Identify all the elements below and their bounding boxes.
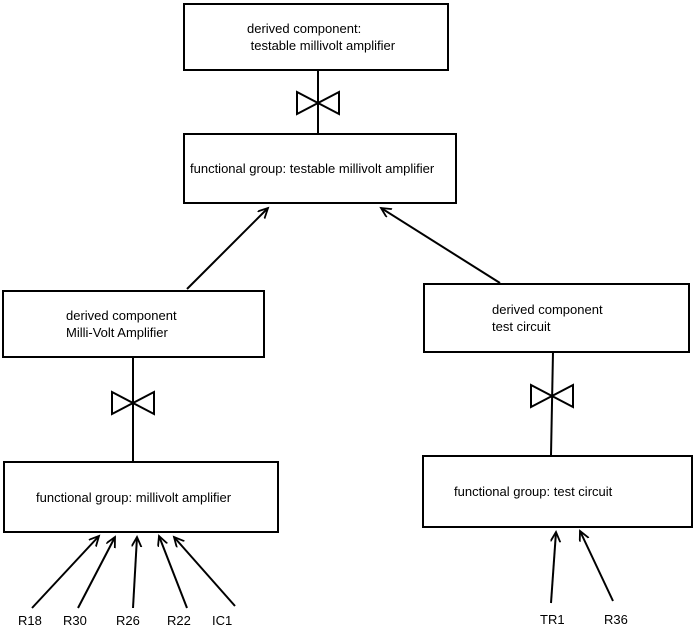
node-derived-milli-volt-amplifier: derived component Milli-Volt Amplifier (2, 290, 265, 358)
node-derived-testable-millivolt-amplifier: derived component: testable millivolt am… (183, 3, 449, 71)
node-label: testable millivolt amplifier (247, 38, 396, 53)
leaf-component-tr1: TR1 (540, 612, 565, 627)
node-label: Milli-Volt Amplifier (66, 325, 168, 340)
connector-line-right (550, 351, 554, 456)
arrow-ic1 (174, 537, 236, 607)
node-label: functional group: testable millivolt amp… (190, 161, 435, 176)
leaf-component-r22: R22 (167, 613, 191, 628)
node-label: test circuit (492, 319, 551, 334)
arrow-tr1 (550, 532, 556, 604)
arrow-right-derived-to-top-functional (381, 208, 501, 284)
node-label: derived component (66, 308, 177, 323)
node-label: functional group: test circuit (454, 484, 613, 499)
leaf-component-r36: R36 (604, 612, 628, 627)
node-label: derived component (492, 302, 603, 317)
arrow-r18 (31, 536, 99, 609)
node-functional-group-test-circuit: functional group: test circuit (422, 455, 693, 528)
arrow-left-derived-to-top-functional (186, 208, 268, 290)
arrow-r30 (77, 537, 115, 609)
leaf-component-ic1: IC1 (212, 613, 233, 628)
node-functional-group-millivolt-amplifier: functional group: millivolt amplifier (3, 461, 279, 533)
arrow-r36 (580, 531, 614, 602)
node-derived-test-circuit: derived component test circuit (423, 283, 690, 353)
bowtie-icon (296, 90, 340, 116)
bowtie-icon (111, 390, 155, 416)
arrow-r26 (133, 537, 137, 609)
node-functional-group-testable-millivolt-amplifier: functional group: testable millivolt amp… (183, 133, 457, 204)
arrow-r22 (159, 536, 188, 609)
bowtie-icon (530, 383, 574, 409)
leaf-component-r30: R30 (63, 613, 87, 628)
node-label: derived component: (247, 21, 362, 36)
leaf-component-r26: R26 (116, 613, 140, 628)
node-label: functional group: millivolt amplifier (36, 489, 232, 505)
leaf-component-r18: R18 (18, 613, 42, 628)
